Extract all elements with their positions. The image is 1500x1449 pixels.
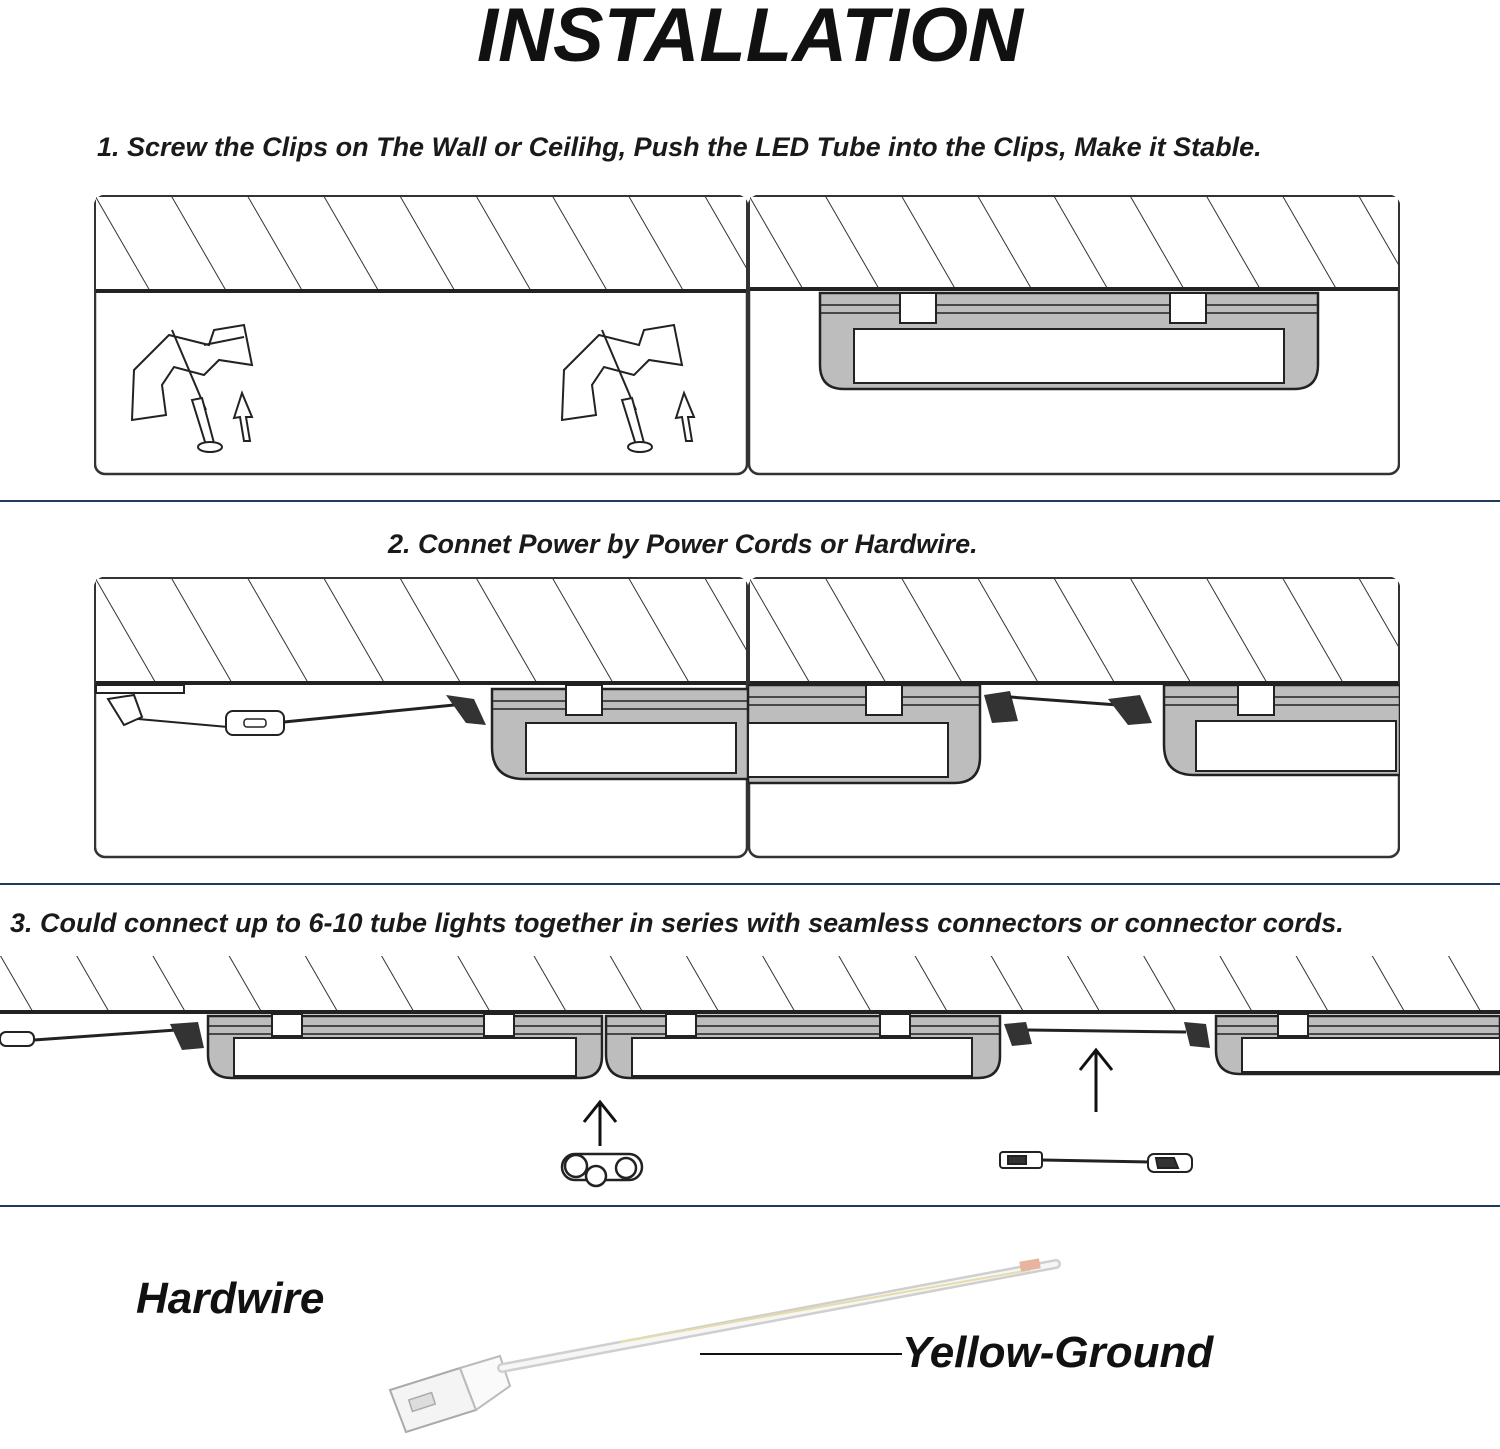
step-1-panel-clips: [94, 195, 748, 476]
step-2-text: 2. Connet Power by Power Cords or Hardwi…: [388, 529, 978, 559]
step-3-text: 3. Could connect up to 6-10 tube lights …: [10, 908, 1344, 938]
yellow-ground-label: Yellow-Ground: [902, 1328, 1214, 1377]
divider: [0, 500, 1500, 502]
led-tube: [1214, 1014, 1500, 1076]
clip-icon: [1237, 684, 1275, 716]
page-title: INSTALLATION: [477, 0, 1023, 78]
clip-icon: [130, 323, 254, 422]
clip-icon: [560, 323, 684, 422]
step-1-panel-tube: [748, 195, 1400, 476]
led-tube: [206, 1014, 604, 1080]
clip-icon: [271, 1013, 303, 1037]
arrow-up-icon: [674, 390, 696, 442]
step-3-series-diagram: [0, 956, 1500, 1146]
clip-icon: [899, 292, 937, 324]
arrow-up-icon: [232, 390, 254, 442]
led-tube: [490, 687, 748, 781]
clip-icon: [1169, 292, 1207, 324]
step-1-text: 1. Screw the Clips on The Wall or Ceilih…: [97, 132, 1262, 162]
power-switch-icon: [0, 1031, 35, 1047]
led-tube: [818, 291, 1320, 391]
divider: [0, 883, 1500, 885]
divider: [0, 1205, 1500, 1207]
screw-icon: [171, 329, 223, 453]
clip-icon: [865, 684, 903, 716]
clip-icon: [1277, 1013, 1309, 1037]
step-2-panel-linked-tubes: [748, 577, 1400, 859]
screw-icon: [601, 329, 653, 453]
clip-icon: [665, 1013, 697, 1037]
hardwire-label: Hardwire: [136, 1274, 325, 1323]
clip-icon: [483, 1013, 515, 1037]
hardwire-cable: [388, 1258, 1061, 1434]
seamless-connector-icon: [560, 1152, 644, 1188]
arrow-up-icon: [582, 1099, 618, 1146]
led-tube: [1162, 683, 1400, 777]
led-tube: [748, 683, 982, 785]
clip-icon: [565, 684, 603, 716]
step-2-panel-power-cord: [94, 577, 748, 859]
arrow-up-icon: [1078, 1047, 1114, 1112]
connector-cord-icon: [999, 1151, 1193, 1173]
clip-icon: [879, 1013, 911, 1037]
hardwire-connector: [388, 1354, 512, 1434]
